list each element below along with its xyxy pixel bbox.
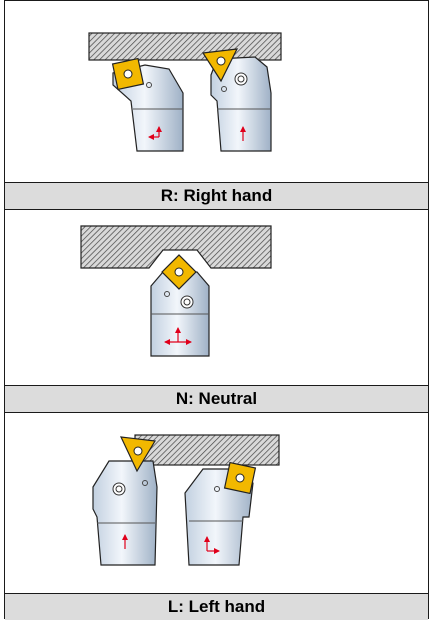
tool-holder-left [92,460,158,566]
section-label-left-hand: L: Left hand [5,593,428,620]
workpiece [80,225,272,269]
neutral-illustration [5,210,428,385]
tool-holder-right [184,468,254,566]
left-hand-illustration [5,413,428,593]
section-label-neutral: N: Neutral [5,385,428,413]
workpiece [134,434,280,466]
diagram-frame: R: Right hand N: Neutral [4,0,429,620]
right-hand-illustration [5,1,428,181]
section-label-right-hand: R: Right hand [5,182,428,210]
workpiece [88,32,282,61]
tool-holder-right [210,56,272,152]
